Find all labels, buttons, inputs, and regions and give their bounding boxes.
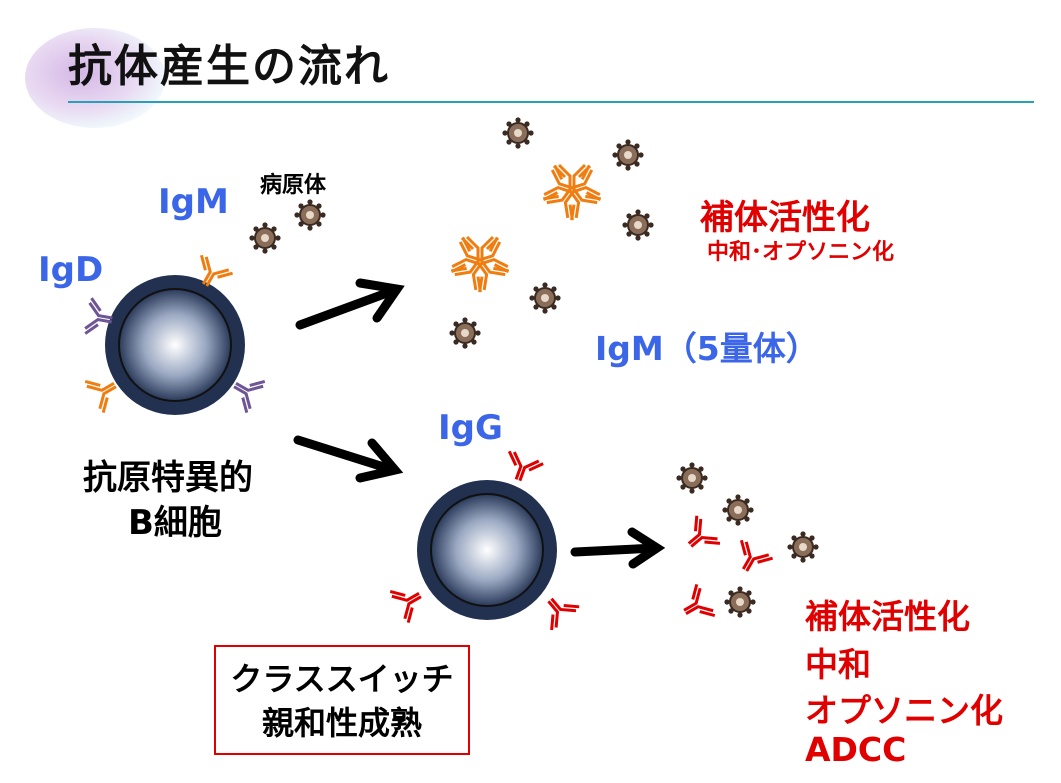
- igm-label: IgM: [158, 182, 229, 222]
- pathogen-icon: [448, 316, 482, 350]
- igg-effect-1: 補体活性化: [805, 597, 970, 636]
- title-divider: [68, 101, 1034, 103]
- arrow-to-igg: [293, 435, 404, 483]
- igg-antibody: [674, 513, 775, 630]
- igm-effect-sub: 中和･オプソニン化: [707, 240, 895, 265]
- pathogen-icon: [501, 116, 535, 150]
- igm-pentamer-label: IgM（5量体）: [595, 329, 819, 368]
- class-switch-line2: 親和性成熟: [261, 704, 422, 742]
- pathogen-icon: [721, 493, 755, 527]
- pathogen-icon: [675, 461, 709, 495]
- igd-label: IgD: [38, 250, 104, 290]
- igm-pentamer: [541, 163, 603, 223]
- pathogen-icon: [293, 198, 327, 232]
- pathogen-icon: [786, 530, 820, 564]
- arrow-to-effects: [570, 527, 666, 569]
- b-cell-label-line2: B細胞: [128, 503, 222, 543]
- pathogen-icon: [723, 585, 757, 619]
- title-decoration: [25, 28, 165, 128]
- pathogen-icon: [611, 138, 645, 172]
- b-cell-naive: [105, 275, 245, 415]
- b-cell-label-line1: 抗原特異的: [83, 458, 253, 498]
- pathogen-icon: [248, 221, 282, 255]
- igg-effect-2: 中和: [805, 645, 871, 684]
- class-switch-line1: クラススイッチ: [230, 660, 454, 698]
- page-title: 抗体産生の流れ: [68, 41, 390, 92]
- b-cell-switched: [417, 480, 557, 620]
- igg-label: IgG: [438, 408, 503, 448]
- igm-pentamer: [449, 235, 511, 295]
- igm-effect-main: 補体活性化: [700, 198, 870, 238]
- pathogen-icon: [528, 281, 562, 315]
- igg-effect-4: ADCC: [805, 730, 907, 769]
- class-switch-box: クラススイッチ 親和性成熟: [214, 645, 470, 755]
- pathogen-icon: [621, 208, 655, 242]
- pathogen-label: 病原体: [260, 173, 327, 198]
- igg-effect-3: オプソニン化: [805, 691, 1003, 730]
- arrow-to-igm: [295, 278, 405, 330]
